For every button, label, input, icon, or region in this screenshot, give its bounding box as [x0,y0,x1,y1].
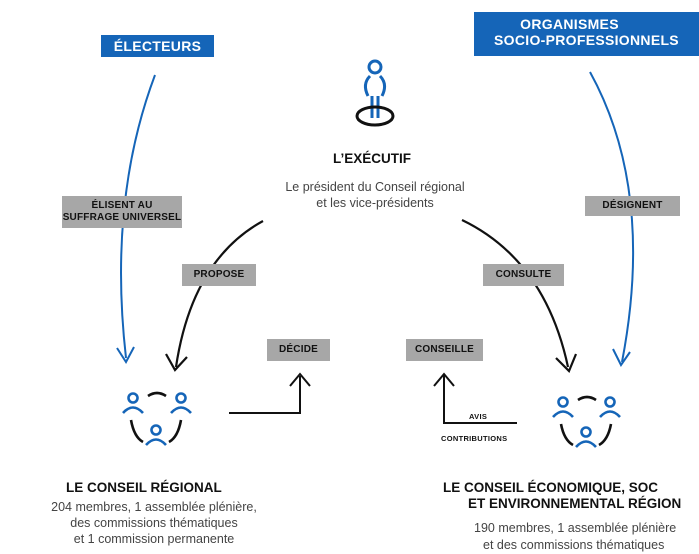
executif-desc-line2: et les vice-présidents [316,196,434,210]
conseille-arrow [433,372,517,424]
executif-desc: Le président du Conseil régional et les … [260,179,490,211]
executive-person-icon [355,59,395,127]
conseil-regional-desc-line2: des commissions thématiques [70,516,238,530]
organismes-label-line2: SOCIO-PROFESSIONNELS [494,32,679,48]
ceser-title-line2: ET ENVIRONNEMENTAL RÉGION [468,496,682,511]
propose-label: PROPOSE [193,269,245,280]
ceser-desc-line1: 190 membres, 1 assemblée plénière [474,521,677,535]
elisent-tag: ÉLISENT AU SUFFRAGE UNIVERSEL [62,196,182,228]
ceser-group-icon [552,395,621,448]
propose-arrow [165,220,264,372]
consulte-label: CONSULTE [495,269,552,280]
ceser-title-line1: LE CONSEIL ÉCONOMIQUE, SOC [443,480,659,495]
conseille-tag: CONSEILLE [406,339,483,361]
propose-tag: PROPOSE [182,264,256,286]
ceser-desc-line2: et des commissions thématiques [483,538,665,552]
designent-label: DÉSIGNENT [602,200,663,211]
decide-arrow [229,372,311,414]
organismes-tag: ORGANISMES SOCIO-PROFESSIONNELS [474,12,699,56]
executif-title: L’EXÉCUTIF [333,151,412,166]
designent-tag: DÉSIGNENT [585,196,680,216]
conseil-regional-group-icon [122,391,192,446]
organismes-label-line1: ORGANISMES [520,16,619,32]
decide-label: DÉCIDE [279,344,318,355]
avis-label: AVIS [469,412,488,421]
conseil-regional-desc-line3: et 1 commission permanente [73,532,235,546]
conseil-regional-desc-line1: 204 membres, 1 assemblée plénière, [51,500,257,514]
contributions-label: CONTRIBUTIONS [441,434,508,443]
electeurs-tag: ÉLECTEURS [101,35,214,57]
elisent-line1: ÉLISENT AU [91,200,153,211]
executif-desc-line1: Le président du Conseil régional [285,180,465,194]
electeurs-label: ÉLECTEURS [113,38,202,54]
organismes-to-ceser-arrow [589,71,635,367]
conseille-label: CONSEILLE [414,344,475,355]
consulte-tag: CONSULTE [483,264,564,286]
decide-tag: DÉCIDE [267,339,330,361]
conseil-regional-title: LE CONSEIL RÉGIONAL [66,480,222,495]
elisent-line2: SUFFRAGE UNIVERSEL [62,212,182,223]
conseil-regional-desc: 204 membres, 1 assemblée plénière, des c… [36,499,272,547]
